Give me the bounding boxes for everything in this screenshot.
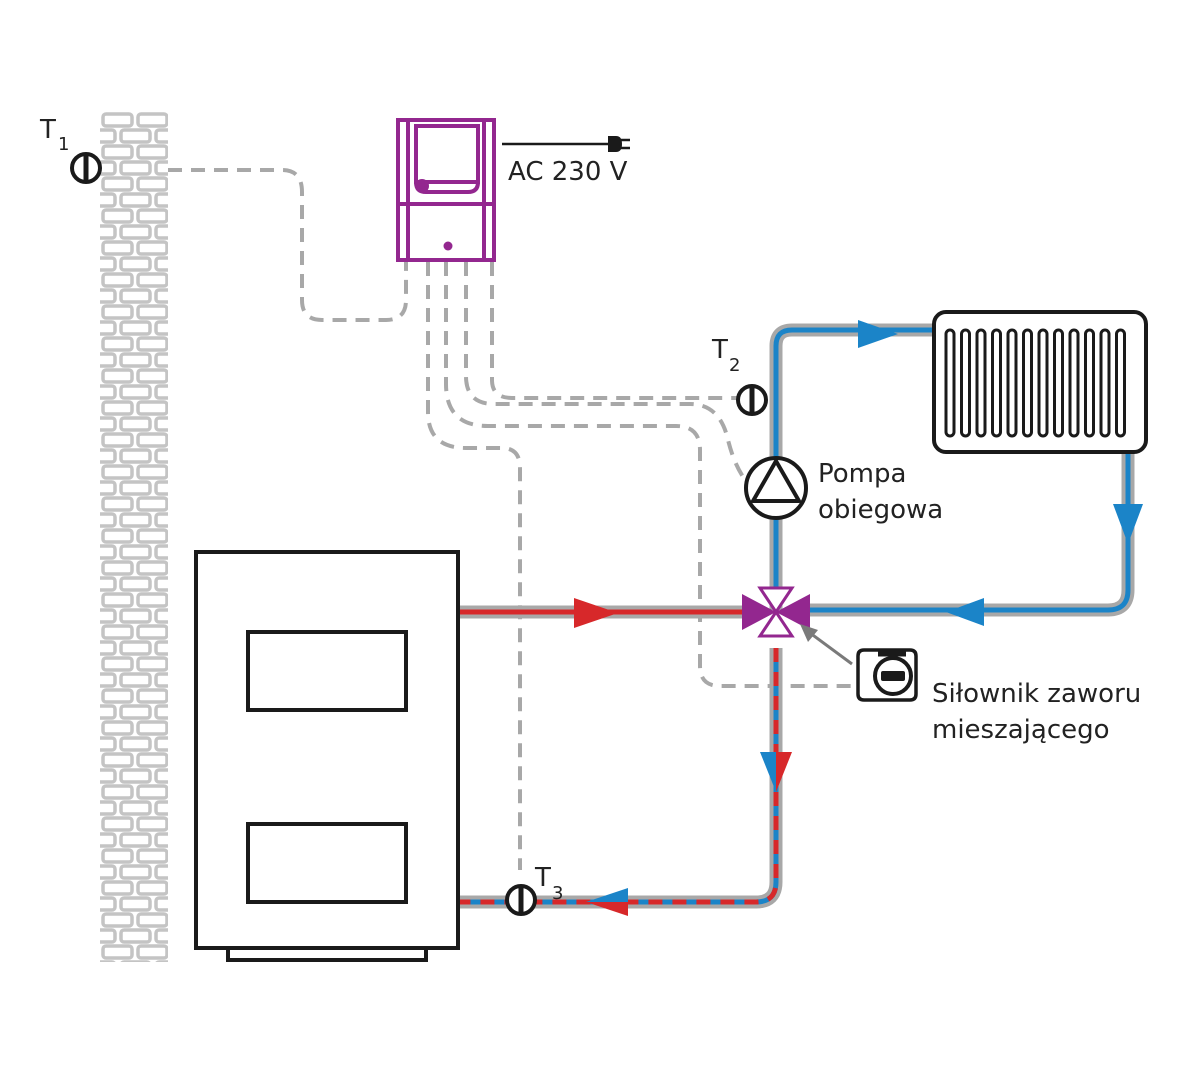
t2-label: T [711, 335, 728, 365]
t2-subscript: 2 [729, 355, 740, 376]
circulation-pump-icon [744, 456, 808, 520]
power-label: AC 230 V [508, 157, 628, 187]
wire-actuator [444, 262, 856, 688]
pump-label-line1: Pompa [818, 459, 906, 489]
arrow-down-red-right [776, 752, 792, 792]
radiator-fin [1006, 328, 1018, 438]
arrow-left-blue-top [586, 888, 628, 902]
boiler-icon [194, 550, 460, 962]
valve-bottom [757, 609, 795, 638]
wire-t1 [168, 168, 408, 322]
controller-display [414, 124, 480, 184]
temperature-sensor-icon-t2 [736, 384, 768, 416]
radiator-fin [1099, 328, 1111, 438]
radiator-fins [944, 328, 1126, 438]
arrow-left-blue [946, 598, 984, 626]
labels: T 1 T 2 T 3 AC 230 V Pompa obiegowa Siło… [39, 115, 1141, 904]
t1-label: T [39, 115, 56, 145]
wire-t2 [490, 262, 738, 400]
power-plug-icon [502, 136, 630, 152]
boiler-lower-door [246, 822, 408, 904]
brick-wall-icon [100, 112, 168, 962]
arrow-down-blue-left [760, 752, 776, 792]
temperature-sensor-icon-t1 [70, 152, 102, 184]
boiler-upper-door [246, 630, 408, 712]
actuator-label-line2: mieszającego [932, 715, 1110, 745]
supply-pipe-radiator [773, 327, 934, 610]
radiator-fin [1053, 328, 1064, 438]
return-pipe-boiler-red [458, 648, 779, 905]
radiator-fin [1068, 328, 1080, 438]
radiator-fin [1022, 328, 1033, 438]
arrow-right-blue [858, 320, 898, 348]
radiator-fin [1037, 328, 1049, 438]
t3-label: T [534, 863, 551, 893]
radiator-icon [932, 310, 1148, 454]
valve-left [742, 594, 776, 630]
controller-unit-icon [396, 118, 496, 262]
wire-pump [464, 262, 754, 490]
actuator-label-line1: Siłownik zaworu [932, 679, 1141, 709]
radiator-fin [1115, 328, 1126, 438]
wire-t3 [426, 262, 522, 870]
radiator-fin [1084, 328, 1095, 438]
t3-subscript: 3 [552, 883, 563, 904]
valve-right [776, 594, 810, 630]
flow-arrows [574, 320, 1143, 916]
radiator-fin [991, 328, 1002, 438]
mixing-valve-icon [742, 586, 810, 638]
arrow-left-red-bottom [586, 902, 628, 916]
t1-subscript: 1 [58, 134, 69, 155]
radiator-fin [975, 328, 987, 438]
temperature-sensor-icon-t3 [505, 884, 537, 916]
arrow-right-red [574, 598, 618, 628]
radiator-fin [944, 328, 956, 438]
pump-label-line2: obiegowa [818, 495, 943, 525]
radiator-fin [960, 328, 971, 438]
return-pipe-radiator [808, 452, 1131, 613]
valve-top [757, 586, 795, 615]
valve-actuator-icon [800, 624, 918, 702]
signal-wires [168, 168, 856, 870]
arrow-down-blue [1113, 504, 1143, 544]
